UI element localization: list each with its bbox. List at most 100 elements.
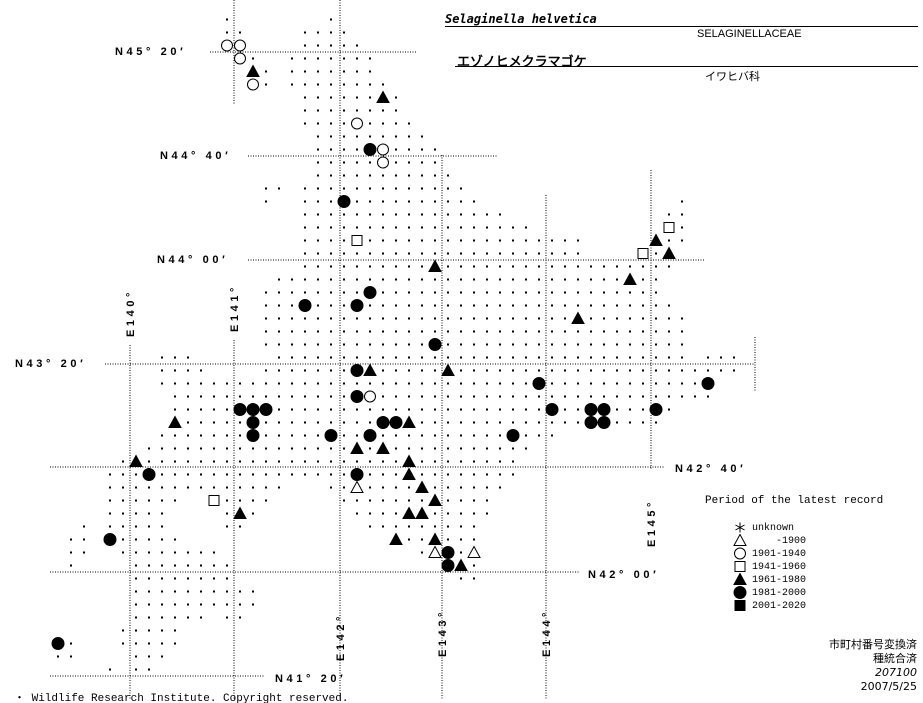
grid-dot	[434, 395, 436, 398]
grid-dot	[408, 434, 410, 437]
grid-dot	[356, 135, 358, 138]
filled-circle-marker-1981-2000	[597, 403, 611, 416]
filled-triangle-marker-1961-1980	[168, 415, 182, 428]
grid-dot	[434, 213, 436, 216]
grid-dot	[525, 317, 527, 320]
grid-dot	[135, 486, 137, 489]
grid-dot	[369, 213, 371, 216]
grid-dot	[421, 473, 423, 476]
grid-dot	[304, 239, 306, 242]
grid-dot	[395, 213, 397, 216]
grid-dot	[603, 395, 605, 398]
open-triangle-marker--1900	[350, 480, 364, 493]
grid-dot	[395, 499, 397, 502]
grid-dot	[252, 460, 254, 463]
grid-dot	[434, 382, 436, 385]
grid-dot	[291, 57, 293, 60]
grid-dot	[720, 369, 722, 372]
grid-dot	[512, 304, 514, 307]
filled-triangle-marker-1961-1980	[402, 467, 416, 480]
filled-circle-marker-1981-2000	[298, 299, 312, 312]
grid-dot	[148, 642, 150, 645]
grid-dot	[382, 499, 384, 502]
grid-dot	[187, 590, 189, 593]
grid-dot	[421, 408, 423, 411]
grid-dot	[447, 278, 449, 281]
grid-dot	[642, 265, 644, 268]
grid-dot	[226, 31, 228, 34]
filled-circle-marker-1981-2000	[324, 429, 338, 442]
lon-label-141: E141°	[229, 283, 241, 333]
grid-dot	[655, 421, 657, 424]
note-code: 207100	[875, 666, 917, 679]
grid-dot	[369, 304, 371, 307]
grid-dot	[512, 421, 514, 424]
grid-dot	[382, 109, 384, 112]
grid-dot	[213, 395, 215, 398]
grid-dot	[707, 395, 709, 398]
grid-dot	[460, 356, 462, 359]
grid-dot	[187, 408, 189, 411]
scientific-name: Selaginella helvetica	[445, 12, 597, 26]
grid-dot	[460, 330, 462, 333]
grid-dot	[356, 317, 358, 320]
grid-dot	[291, 421, 293, 424]
grid-dot	[408, 486, 410, 489]
copyright: ・ Wildlife Research Institute. Copyright…	[14, 693, 349, 703]
grid-dot	[603, 317, 605, 320]
grid-dot	[577, 356, 579, 359]
grid-dot	[577, 408, 579, 411]
grid-dot	[473, 434, 475, 437]
grid-dot	[564, 395, 566, 398]
grid-dot	[382, 226, 384, 229]
grid-dot	[161, 655, 163, 658]
grid-dot	[447, 525, 449, 528]
grid-dot	[174, 629, 176, 632]
grid-dot	[174, 590, 176, 593]
grid-dot	[421, 304, 423, 307]
grid-dot	[473, 343, 475, 346]
grid-dot	[642, 278, 644, 281]
grid-dot	[460, 343, 462, 346]
grid-dot	[265, 70, 267, 73]
grid-dot	[668, 343, 670, 346]
grid-dot	[278, 486, 280, 489]
grid-dot	[226, 447, 228, 450]
grid-dot	[642, 304, 644, 307]
grid-dot	[330, 317, 332, 320]
grid-dot	[304, 83, 306, 86]
grid-dot	[499, 434, 501, 437]
grid-dot	[486, 460, 488, 463]
grid-dot	[382, 486, 384, 489]
grid-dot	[174, 408, 176, 411]
grid-dot	[382, 408, 384, 411]
open-triangle-glyph	[733, 533, 747, 546]
grid-dot	[447, 421, 449, 424]
grid-dot	[291, 369, 293, 372]
grid-dot	[603, 330, 605, 333]
grid-dot	[460, 577, 462, 580]
grid-dot	[174, 382, 176, 385]
grid-dot	[499, 486, 501, 489]
filled-circle-icon	[728, 586, 752, 600]
grid-dot	[174, 447, 176, 450]
grid-dot	[304, 200, 306, 203]
grid-dot	[460, 473, 462, 476]
grid-dot	[330, 356, 332, 359]
grid-dot	[551, 330, 553, 333]
grid-dot	[330, 18, 332, 21]
grid-dot	[265, 83, 267, 86]
grid-dot	[629, 343, 631, 346]
grid-dot	[551, 382, 553, 385]
grid-dot	[330, 44, 332, 47]
grid-dot	[590, 369, 592, 372]
grid-dot	[434, 512, 436, 515]
grid-dot	[421, 252, 423, 255]
grid-dot	[460, 200, 462, 203]
grid-dot	[473, 564, 475, 567]
grid-dot	[434, 187, 436, 190]
grid-dot	[304, 330, 306, 333]
grid-dot	[330, 200, 332, 203]
grid-dot	[317, 304, 319, 307]
grid-dot	[551, 434, 553, 437]
